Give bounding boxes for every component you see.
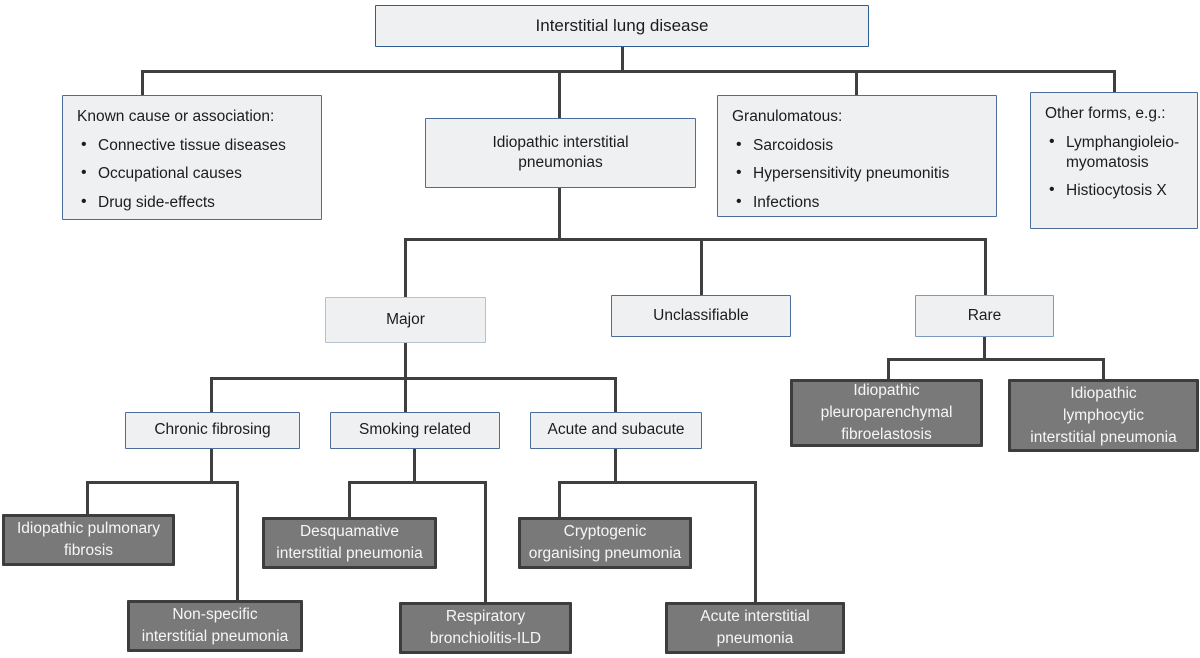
list-item: Occupational causes bbox=[77, 163, 313, 184]
node-title: Known cause or association: bbox=[77, 108, 275, 125]
node-rare: Rare bbox=[915, 295, 1054, 337]
node-title: Other forms, e.g.: bbox=[1045, 105, 1166, 122]
connector-line bbox=[404, 238, 407, 298]
connector-line bbox=[754, 481, 757, 603]
connector-line bbox=[558, 188, 561, 241]
connector-line bbox=[210, 377, 213, 413]
connector-line bbox=[404, 238, 986, 241]
node-respiratory-bronchiolitis-ild: Respiratory bronchiolitis-ILD bbox=[399, 602, 572, 654]
list-item: Connective tissue diseases bbox=[77, 135, 313, 156]
connector-line bbox=[614, 377, 617, 413]
node-idiopathic-lymphocytic-interstitial-pneumonia: Idiopathic lymphocytic interstitial pneu… bbox=[1008, 379, 1199, 452]
node-other-forms: Other forms, e.g.: Lymphangioleio- myoma… bbox=[1030, 92, 1198, 229]
node-chronic-fibrosing: Chronic fibrosing bbox=[125, 412, 300, 449]
node-granulomatous: Granulomatous: Sarcoidosis Hypersensitiv… bbox=[717, 95, 997, 217]
node-acute-and-subacute: Acute and subacute bbox=[530, 412, 702, 449]
connector-line bbox=[614, 449, 617, 484]
node-major: Major bbox=[325, 297, 486, 343]
connector-line bbox=[700, 238, 703, 296]
connector-line bbox=[887, 358, 890, 380]
connector-line bbox=[855, 70, 858, 96]
bullet-list: Connective tissue diseases Occupational … bbox=[77, 135, 313, 213]
node-title: Granulomatous: bbox=[732, 108, 843, 125]
node-unclassifiable: Unclassifiable bbox=[611, 295, 791, 337]
node-known-cause-or-association: Known cause or association: Connective t… bbox=[62, 95, 322, 220]
node-cryptogenic-organising-pneumonia: Cryptogenic organising pneumonia bbox=[518, 517, 692, 569]
connector-line bbox=[1113, 70, 1116, 93]
connector-line bbox=[413, 449, 416, 484]
bullet-list: Sarcoidosis Hypersensitivity pneumonitis… bbox=[732, 135, 988, 213]
list-item: Lymphangioleio- myomatosis bbox=[1045, 132, 1189, 173]
node-idiopathic-interstitial-pneumonias: Idiopathic interstitial pneumonias bbox=[425, 118, 696, 188]
node-idiopathic-pleuroparenchymal-fibroelastosis: Idiopathic pleuroparenchymal fibroelasto… bbox=[790, 379, 983, 447]
connector-line bbox=[236, 481, 239, 601]
connector-line bbox=[984, 238, 987, 296]
node-smoking-related: Smoking related bbox=[330, 412, 500, 449]
node-acute-interstitial-pneumonia: Acute interstitial pneumonia bbox=[665, 602, 845, 654]
node-non-specific-interstitial-pneumonia: Non-specific interstitial pneumonia bbox=[127, 600, 303, 652]
list-item: Histiocytosis X bbox=[1045, 180, 1189, 201]
bullet-list: Lymphangioleio- myomatosis Histiocytosis… bbox=[1045, 132, 1189, 202]
connector-line bbox=[887, 358, 1105, 361]
node-idiopathic-pulmonary-fibrosis: Idiopathic pulmonary fibrosis bbox=[2, 514, 175, 566]
connector-line bbox=[484, 481, 487, 603]
connector-line bbox=[210, 377, 617, 380]
connector-line bbox=[1102, 358, 1105, 380]
connector-line bbox=[348, 481, 351, 518]
connector-line bbox=[348, 481, 487, 484]
connector-line bbox=[141, 70, 1116, 73]
connector-line bbox=[558, 481, 757, 484]
list-item: Sarcoidosis bbox=[732, 135, 988, 156]
node-interstitial-lung-disease: Interstitial lung disease bbox=[375, 5, 869, 47]
connector-line bbox=[210, 449, 213, 484]
list-item: Drug side-effects bbox=[77, 192, 313, 213]
list-item: Infections bbox=[732, 192, 988, 213]
connector-line bbox=[141, 70, 144, 96]
list-item: Hypersensitivity pneumonitis bbox=[732, 163, 988, 184]
connector-line bbox=[621, 47, 624, 73]
connector-line bbox=[86, 481, 89, 515]
connector-line bbox=[983, 337, 986, 361]
node-desquamative-interstitial-pneumonia: Desquamative interstitial pneumonia bbox=[262, 517, 437, 569]
connector-line bbox=[86, 481, 239, 484]
connector-line bbox=[558, 481, 561, 518]
connector-line bbox=[558, 70, 561, 119]
